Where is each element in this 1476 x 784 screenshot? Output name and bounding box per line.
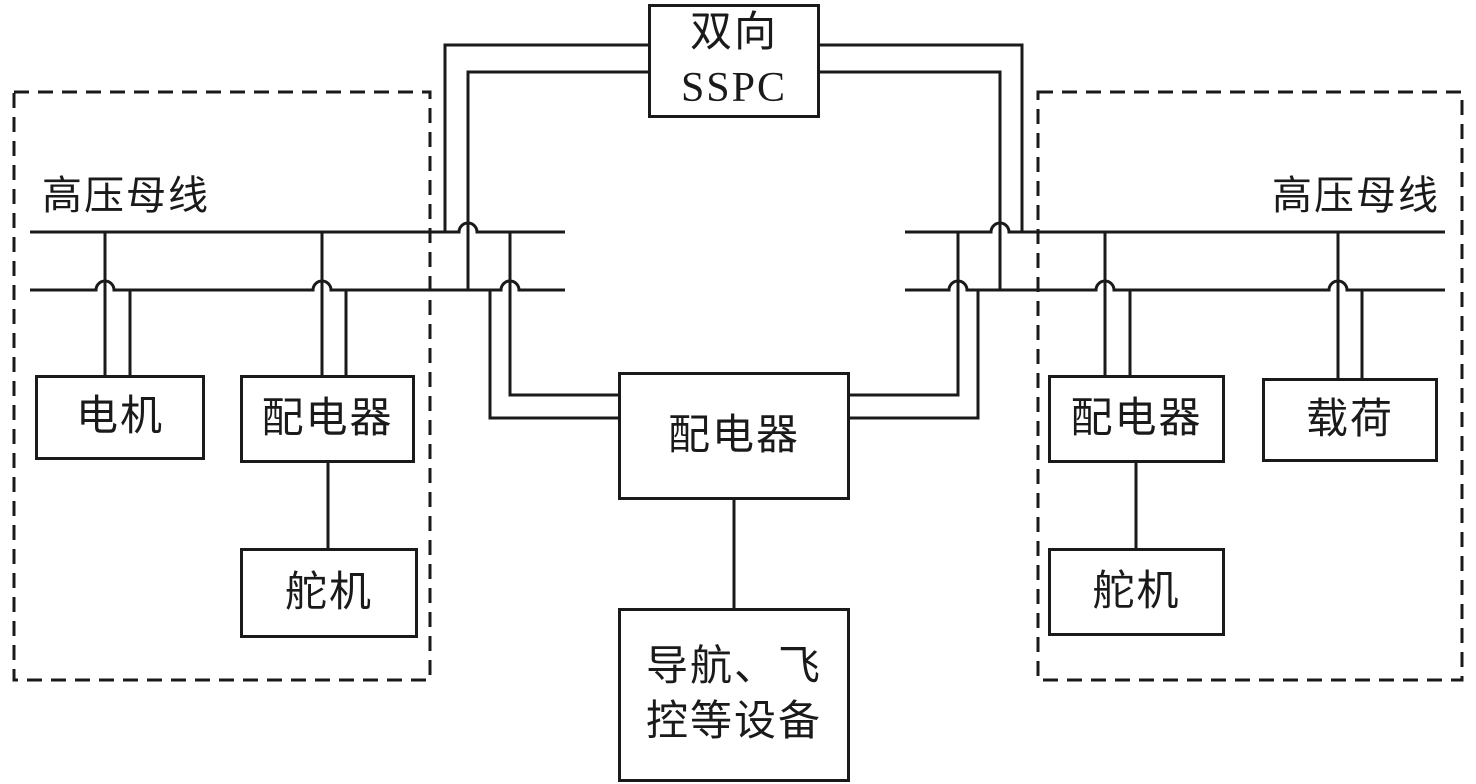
center-distributor-box: 配电器 xyxy=(618,372,850,500)
right-second-bus-line xyxy=(905,279,1445,292)
left-bus-label: 高压母线 xyxy=(42,173,210,218)
sspc-label-line1: 双向 xyxy=(689,10,778,57)
right-distributor-label: 配电器 xyxy=(1070,395,1203,442)
left-subsystem-dashed-border xyxy=(12,90,432,682)
center-distributor-left-lower-wire xyxy=(488,290,618,420)
center-distributor-right-upper-wire xyxy=(850,232,960,397)
left-distributor-box: 配电器 xyxy=(240,375,415,463)
right-distributor-box: 配电器 xyxy=(1048,375,1225,463)
motor-box: 电机 xyxy=(35,375,205,460)
sspc-left-inner-wire xyxy=(466,70,648,290)
left-top-bus-line xyxy=(30,221,565,234)
center-distributor-left-upper-wire xyxy=(508,232,618,397)
sspc-label-line2: SSPC xyxy=(680,65,788,111)
right-subsystem-dashed-border xyxy=(1036,90,1464,682)
right-servo-label: 舵机 xyxy=(1092,568,1181,615)
payload-box: 载荷 xyxy=(1262,378,1438,462)
nav-equipment-label-line1: 导航、飞 xyxy=(645,644,822,691)
center-distributor-label: 配电器 xyxy=(667,412,800,459)
right-top-bus-line xyxy=(905,221,1445,234)
sspc-right-outer-wire xyxy=(820,43,1024,232)
left-servo-label: 舵机 xyxy=(284,569,373,616)
payload-label: 载荷 xyxy=(1305,396,1394,443)
sspc-box: 双向 SSPC xyxy=(648,4,820,118)
left-second-bus-line xyxy=(30,279,565,292)
motor-label: 电机 xyxy=(75,394,164,441)
center-distributor-right-lower-wire xyxy=(850,290,980,420)
nav-equipment-label-line2: 控等设备 xyxy=(645,699,822,745)
sspc-right-inner-wire xyxy=(820,70,1002,290)
left-servo-box: 舵机 xyxy=(240,548,418,638)
nav-equipment-box: 导航、飞 控等设备 xyxy=(618,608,850,782)
right-servo-box: 舵机 xyxy=(1048,548,1225,636)
sspc-left-outer-wire xyxy=(443,43,648,232)
right-bus-label: 高压母线 xyxy=(1272,173,1440,218)
left-distributor-label: 配电器 xyxy=(261,395,394,442)
